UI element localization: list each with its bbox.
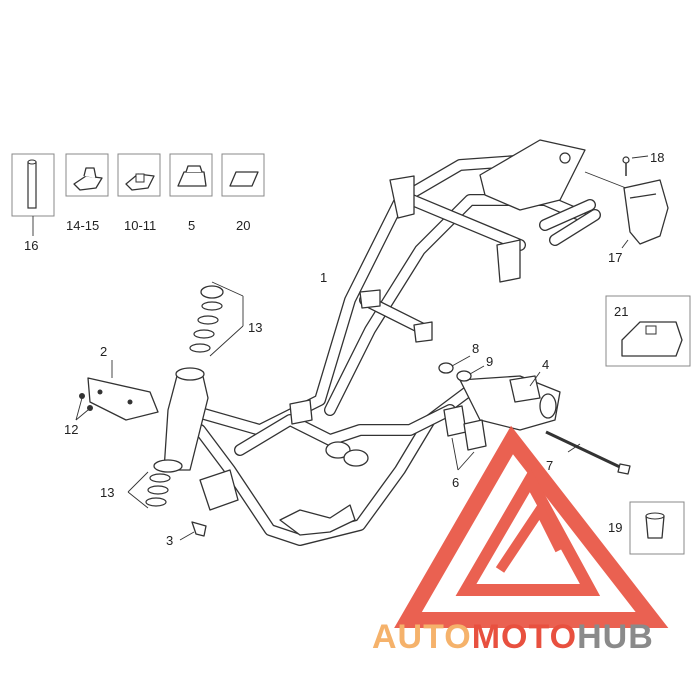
bracket-2 xyxy=(87,360,159,421)
bushings-6 xyxy=(443,405,487,471)
part-box-5 xyxy=(169,153,213,197)
nut-8 xyxy=(438,355,471,374)
watermark-logo xyxy=(394,425,669,628)
label-14-15: 14-15 xyxy=(66,218,99,233)
label-4: 4 xyxy=(542,357,549,372)
watermark-text: AUTOMOTOHUB xyxy=(372,618,654,656)
label-16: 16 xyxy=(24,238,38,253)
label-2: 2 xyxy=(100,344,107,359)
part-box-10-11 xyxy=(117,153,161,197)
label-19: 19 xyxy=(608,520,622,535)
bearing-stack-bottom xyxy=(127,471,171,509)
watermark-text-auto: AUTO xyxy=(372,618,472,656)
bearing-stack-top xyxy=(189,281,244,357)
bolts-12 xyxy=(75,393,93,421)
part-box-21 xyxy=(605,295,691,367)
label-18: 18 xyxy=(650,150,664,165)
part-box-20 xyxy=(221,153,265,197)
washer-9 xyxy=(456,365,485,382)
part-box-14-15 xyxy=(65,153,109,197)
label-12: 12 xyxy=(64,422,78,437)
label-10-11: 10-11 xyxy=(124,218,156,233)
label-6: 6 xyxy=(452,475,459,490)
label-1: 1 xyxy=(320,270,327,285)
label-3: 3 xyxy=(166,533,173,548)
bolt-7 xyxy=(545,430,631,475)
clip-3 xyxy=(179,521,207,541)
screw-18 xyxy=(584,155,649,189)
label-17: 17 xyxy=(608,250,622,265)
label-7: 7 xyxy=(546,458,553,473)
part-box-19 xyxy=(629,501,685,555)
label-13-bottom: 13 xyxy=(100,485,114,500)
watermark-text-hub: HUB xyxy=(577,618,654,656)
watermark-text-moto: MOTO xyxy=(472,618,577,656)
label-20: 20 xyxy=(236,218,250,233)
label-8: 8 xyxy=(472,341,479,356)
part-box-16 xyxy=(11,153,55,236)
label-5: 5 xyxy=(188,218,195,233)
rear-cover-17 xyxy=(621,179,669,249)
label-21: 21 xyxy=(614,304,628,319)
label-13-top: 13 xyxy=(248,320,262,335)
label-9: 9 xyxy=(486,354,493,369)
main-frame xyxy=(153,139,601,546)
